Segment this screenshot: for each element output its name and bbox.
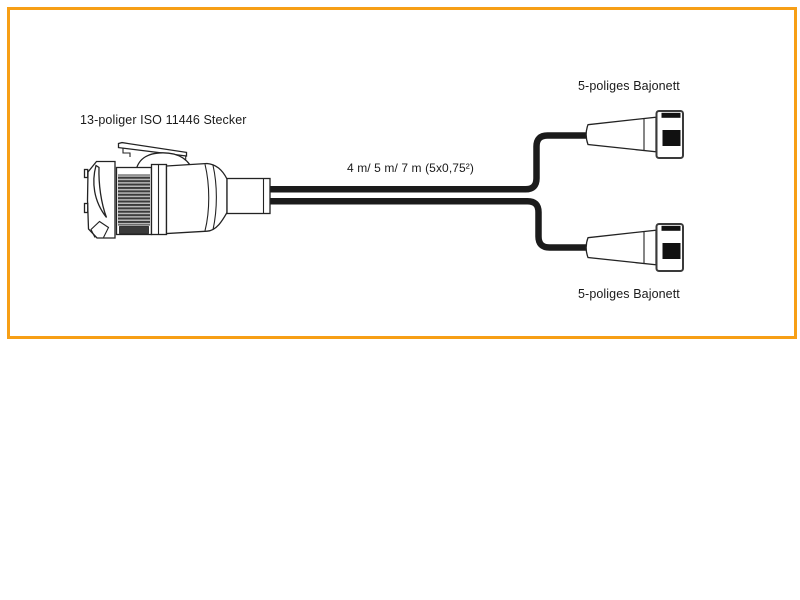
bayonet-connector-bottom [585,223,684,272]
bayonet-connector-top [585,110,684,159]
bayonet-bottom-label: 5-poliges Bajonett [578,287,680,301]
bayonet-top-label: 5-poliges Bajonett [578,79,680,93]
plug-label: 13-poliger ISO 11446 Stecker [80,113,247,127]
iso-plug-drawing [83,141,271,239]
cable-length-label: 4 m/ 5 m/ 7 m (5x0,75²) [347,161,474,175]
cable-y-split [268,132,587,251]
